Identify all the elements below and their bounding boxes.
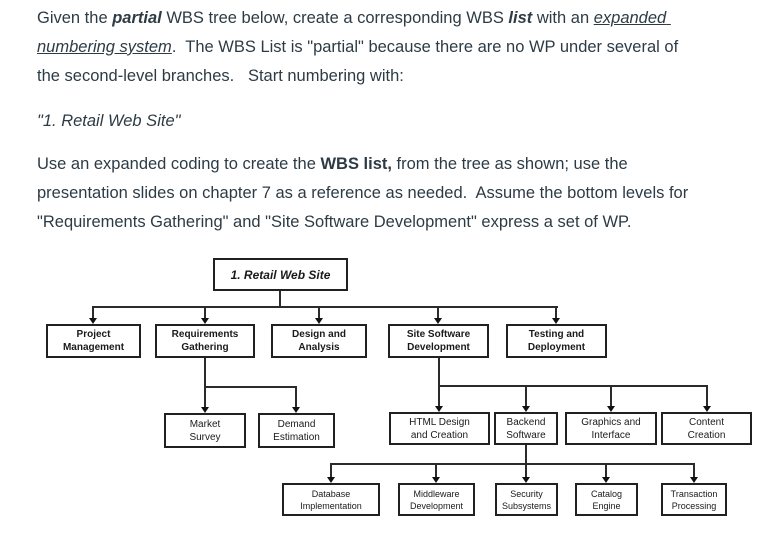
connector-drop xyxy=(92,306,94,318)
wbs-box-project-management: Project Management xyxy=(46,324,141,358)
instructions-block: Given the partial WBS tree below, create… xyxy=(37,4,689,237)
emphasis-expanded-numbering-system: expanded numbering system xyxy=(37,9,671,56)
connector-rg-stem xyxy=(204,358,206,388)
connector-ssd-stem xyxy=(438,358,440,387)
p1-text-4: . The WBS List is "partial" because ther… xyxy=(37,38,683,85)
arrowhead-icon xyxy=(690,477,698,483)
wbs-box-catalog-engine: Catalog Engine xyxy=(575,483,638,516)
arrowhead-icon xyxy=(552,318,560,324)
arrowhead-icon xyxy=(292,407,300,413)
connector-drop xyxy=(330,463,332,477)
p2-text-1: Use an expanded coding to create the xyxy=(37,155,321,173)
wbs-box-site-software-development: Site Software Development xyxy=(388,324,489,358)
connector-drop xyxy=(437,306,439,318)
arrowhead-icon xyxy=(607,406,615,412)
arrowhead-icon xyxy=(327,477,335,483)
p1-text-2: WBS tree below, create a corresponding W… xyxy=(161,9,509,27)
paragraph-2: Use an expanded coding to create the WBS… xyxy=(37,150,689,237)
connector-ssd-rail xyxy=(438,385,708,387)
wbs-box-database-implementation: Database Implementation xyxy=(282,483,380,516)
connector-drop xyxy=(204,306,206,318)
connector-root-stem xyxy=(279,291,281,307)
wbs-box-design-and-analysis: Design and Analysis xyxy=(271,324,367,358)
wbs-box-html-design-and-creation: HTML Design and Creation xyxy=(389,412,490,445)
wbs-box-middleware-development: Middleware Development xyxy=(398,483,475,516)
p1-text-3: with an xyxy=(532,9,594,27)
arrowhead-icon xyxy=(315,318,323,324)
wbs-box-transaction-processing: Transaction Processing xyxy=(661,483,727,516)
connector-drop xyxy=(706,385,708,406)
arrowhead-icon xyxy=(89,318,97,324)
connector-drop xyxy=(204,386,206,407)
connector-drop xyxy=(318,306,320,318)
arrowhead-icon xyxy=(432,477,440,483)
arrowhead-icon xyxy=(434,318,442,324)
wbs-box-backend-software: Backend Software xyxy=(494,412,558,445)
connector-level2-rail xyxy=(93,306,558,308)
wbs-box-market-survey: Market Survey xyxy=(164,413,246,448)
wbs-box-graphics-and-interface: Graphics and Interface xyxy=(565,412,657,445)
connector-rg-rail xyxy=(204,386,296,388)
wbs-box-demand-estimation: Demand Estimation xyxy=(258,413,335,448)
start-numbering-quote: "1. Retail Web Site" xyxy=(37,112,181,130)
emphasis-list: list xyxy=(508,9,533,27)
paragraph-1: Given the partial WBS tree below, create… xyxy=(37,4,689,91)
connector-bs-stem xyxy=(525,445,527,465)
arrowhead-icon xyxy=(435,406,443,412)
connector-bs-rail xyxy=(330,463,695,465)
connector-drop xyxy=(605,463,607,477)
wbs-box-requirements-gathering: Requirements Gathering xyxy=(155,324,255,358)
wbs-box-security-subsystems: Security Subsystems xyxy=(495,483,558,516)
connector-drop xyxy=(438,385,440,406)
connector-drop xyxy=(693,463,695,477)
p2-text-2: from the tree as shown; use the presenta… xyxy=(37,155,693,231)
arrowhead-icon xyxy=(201,318,209,324)
connector-drop xyxy=(610,385,612,406)
emphasis-partial: partial xyxy=(112,9,162,27)
connector-drop xyxy=(555,306,557,318)
connector-drop xyxy=(435,463,437,477)
connector-drop xyxy=(525,463,527,477)
wbs-box-retail-web-site: 1. Retail Web Site xyxy=(213,258,348,291)
arrowhead-icon xyxy=(522,406,530,412)
arrowhead-icon xyxy=(703,406,711,412)
emphasis-wbs-list: WBS list, xyxy=(320,155,392,173)
wbs-box-testing-and-deployment: Testing and Deployment xyxy=(506,324,607,358)
connector-drop xyxy=(525,385,527,406)
connector-drop xyxy=(295,386,297,407)
p1-text-1: Given the xyxy=(37,9,113,27)
arrowhead-icon xyxy=(201,407,209,413)
arrowhead-icon xyxy=(522,477,530,483)
arrowhead-icon xyxy=(602,477,610,483)
wbs-box-content-creation: Content Creation xyxy=(661,412,752,445)
